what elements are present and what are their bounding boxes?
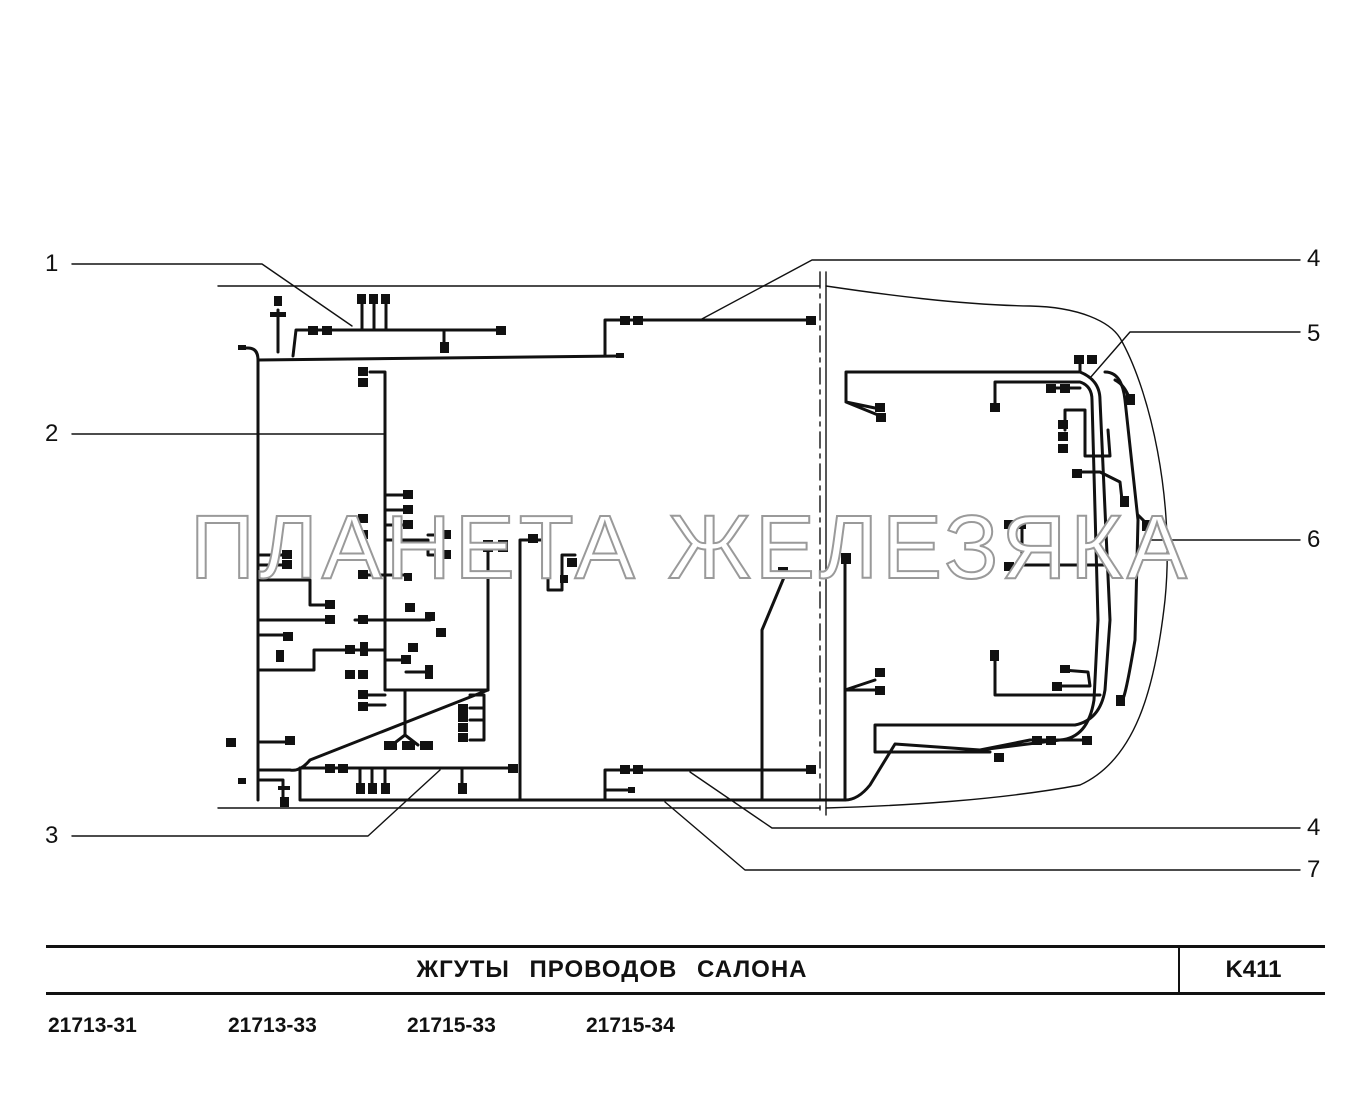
callout-5: 5 [1307, 320, 1321, 347]
drawing-title: ЖГУТЫ ПРОВОДОВ САЛОНА [416, 956, 808, 983]
leader-lines [71, 259, 1301, 871]
callout-4-bottom: 4 [1307, 814, 1321, 841]
callout-2: 2 [45, 420, 59, 447]
title-block: ЖГУТЫ ПРОВОДОВ САЛОНА K411 [46, 945, 1325, 995]
sheet-code: K411 [1225, 956, 1282, 983]
model-code: 21713-31 [48, 1014, 137, 1037]
harness-1 [238, 300, 810, 802]
callout-7: 7 [1307, 856, 1321, 883]
model-list: 21713-31 21713-33 21715-33 21715-34 [48, 1014, 748, 1044]
callout-6: 6 [1307, 526, 1321, 553]
model-code: 21713-33 [228, 1014, 317, 1037]
model-code: 21715-34 [586, 1014, 675, 1037]
callout-4-top: 4 [1307, 245, 1321, 272]
title-divider [1178, 948, 1180, 992]
wiring-harness-diagram [71, 259, 1301, 871]
model-code: 21715-33 [407, 1014, 496, 1037]
connectors [226, 294, 1151, 807]
callout-1: 1 [45, 250, 59, 277]
car-body-outline [217, 271, 1168, 816]
callout-3: 3 [45, 822, 59, 849]
watermark: ПЛАНЕТА ЖЕЛЕЗЯКА [189, 497, 1191, 599]
